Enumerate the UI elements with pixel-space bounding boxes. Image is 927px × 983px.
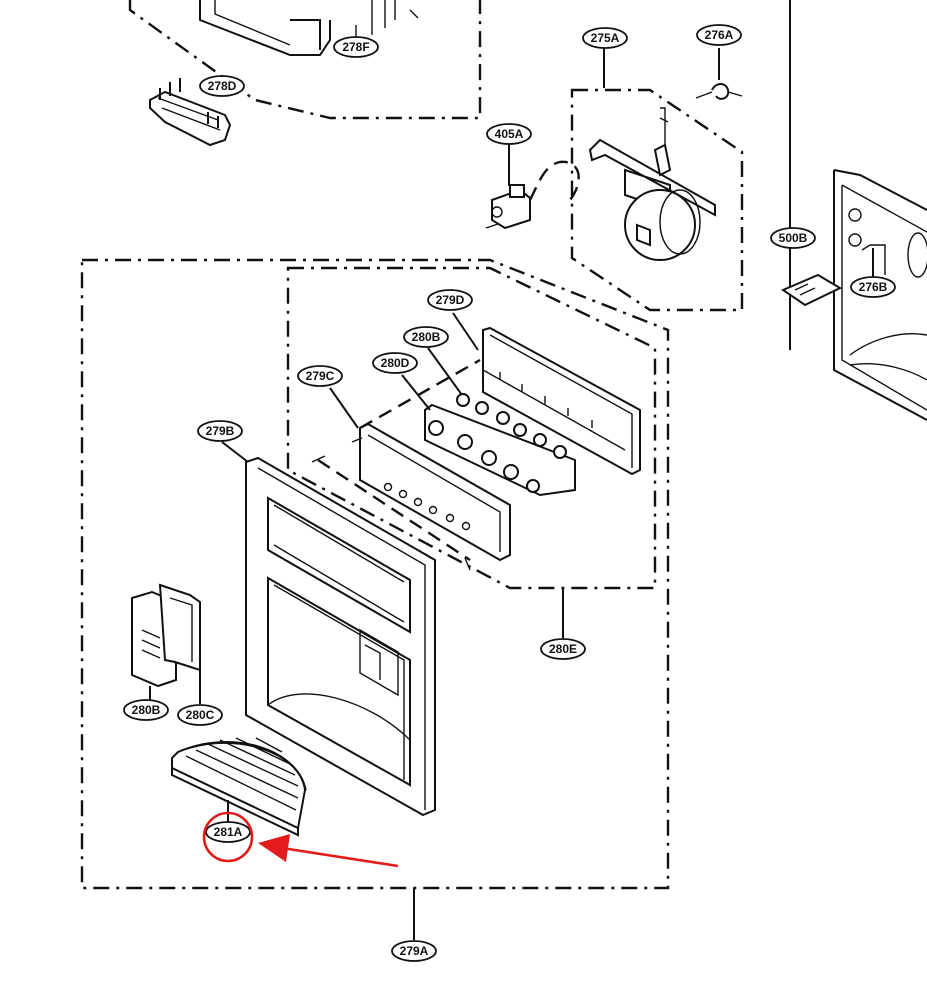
- callout-276B: 276B: [850, 248, 896, 298]
- part-279C-display-board: [311, 358, 511, 571]
- label-279D: 279D: [436, 293, 465, 307]
- callout-278F: 278F: [333, 36, 379, 58]
- callout-281A: 281A: [205, 821, 251, 843]
- label-279C: 279C: [306, 369, 335, 383]
- callout-279C: 279C: [297, 365, 343, 387]
- part-278D-bracket: [149, 78, 232, 147]
- highlight-arrow-head: [258, 834, 290, 862]
- part-280B-280C-cover: [131, 583, 201, 704]
- part-279D-board: [452, 312, 641, 476]
- callout-279B: 279B: [197, 420, 243, 442]
- part-276A-spring: [695, 48, 743, 100]
- callout-280B-top: 280B: [403, 326, 449, 348]
- right-panel-assembly: [780, 0, 927, 421]
- label-279A: 279A: [400, 944, 429, 958]
- callout-278D: 278D: [199, 75, 245, 97]
- callout-275A: 275A: [582, 27, 628, 49]
- highlight-arrow-shaft: [281, 846, 399, 868]
- callout-280B-left: 280B: [123, 699, 169, 721]
- label-276A: 276A: [705, 28, 734, 42]
- callout-280C: 280C: [177, 704, 223, 726]
- highlight-annotation: [202, 811, 399, 868]
- assembly-275A: [570, 48, 744, 312]
- label-280C: 280C: [186, 708, 215, 722]
- callout-280D: 280D: [372, 352, 418, 374]
- highlight-circle: [202, 811, 254, 863]
- callout-405A: 405A: [486, 123, 532, 186]
- callout-500B: 500B: [770, 227, 816, 249]
- part-405A-valve: [485, 160, 580, 230]
- label-280E: 280E: [549, 642, 577, 656]
- label-500B: 500B: [779, 231, 808, 245]
- label-281A: 281A: [214, 825, 243, 839]
- assembly-280E-frame: [286, 266, 657, 638]
- top-left-assembly: [128, 0, 482, 120]
- switch-buttons: [428, 393, 567, 493]
- label-280D: 280D: [381, 356, 410, 370]
- callout-279A: 279A: [391, 940, 437, 962]
- label-276B: 276B: [859, 280, 888, 294]
- label-280B-top: 280B: [412, 330, 441, 344]
- label-278F: 278F: [342, 40, 369, 54]
- label-275A: 275A: [591, 31, 620, 45]
- callout-280E: 280E: [540, 638, 586, 660]
- label-405A: 405A: [495, 127, 524, 141]
- part-281A-drip-tray: [171, 737, 307, 837]
- label-280B-left: 280B: [132, 703, 161, 717]
- callout-276A: 276A: [696, 24, 742, 46]
- callout-279D: 279D: [427, 289, 473, 311]
- label-279B: 279B: [206, 424, 235, 438]
- label-278D: 278D: [208, 79, 237, 93]
- assembly-279A-frame: [80, 258, 670, 940]
- part-279B-front-frame: [221, 441, 436, 817]
- part-280D-switch-board: [401, 347, 576, 497]
